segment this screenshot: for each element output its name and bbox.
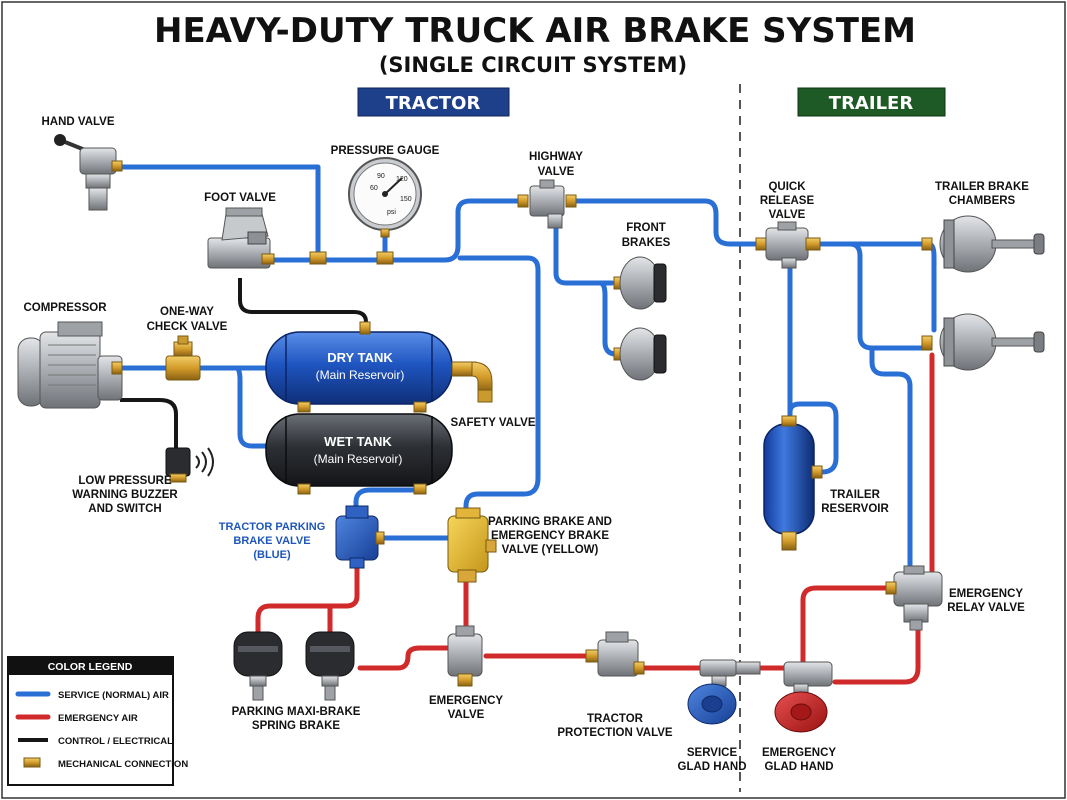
check-valve-label-2: CHECK VALVE <box>147 321 228 333</box>
legend-label-mechanical: MECHANICAL CONNECTION <box>58 759 188 770</box>
buzzer-label-3: AND SWITCH <box>88 503 161 515</box>
pbev-label-3: VALVE (YELLOW) <box>502 544 599 556</box>
foot-valve-label: FOOT VALVE <box>204 192 276 204</box>
maxi-spring-brake <box>233 631 283 701</box>
service-glad-hand <box>687 659 737 725</box>
wet-tank: WET TANK (Main Reservoir) <box>265 413 453 495</box>
tractor-parking-brake-valve <box>335 505 385 569</box>
quick-release-label-3: VALVE <box>769 209 806 221</box>
dry-tank-label-1: DRY TANK <box>327 350 393 365</box>
hand-valve <box>54 134 123 211</box>
quick-release-label-2: RELEASE <box>760 195 815 207</box>
low-pressure-buzzer <box>165 447 214 483</box>
tee-fitting <box>309 251 327 265</box>
front-brakes-label-1: FRONT <box>626 222 666 234</box>
glad-hand-coupling <box>735 661 761 675</box>
emergency-air-lines <box>255 352 935 685</box>
safety-valve-label: SAFETY VALVE <box>451 417 536 429</box>
gauge-tick-150: 150 <box>400 196 412 203</box>
control-lines <box>120 278 368 450</box>
parking-emergency-brake-valve <box>447 507 497 583</box>
maxi-spring-brake <box>305 631 355 701</box>
emergency-valve <box>447 625 483 687</box>
pbev-label-1: PARKING BRAKE AND <box>488 516 612 528</box>
quick-release-valve <box>755 221 821 269</box>
front-brakes-label-2: BRAKES <box>622 237 671 249</box>
legend-label-service: SERVICE (NORMAL) AIR <box>58 690 169 701</box>
tractor-header-label: TRACTOR <box>386 93 481 114</box>
service-air-lines <box>115 164 937 671</box>
tractor-header: TRACTOR <box>357 87 510 117</box>
trailer-chambers-label-1: TRAILER BRAKE <box>935 181 1029 193</box>
dry-tank-label-2: (Main Reservoir) <box>316 368 405 382</box>
relay-valve-label-2: RELAY VALVE <box>947 602 1025 614</box>
compressor <box>17 321 123 409</box>
tpv-label-1: TRACTOR PARKING <box>219 521 326 533</box>
trailer-header-label: TRAILER <box>829 93 914 114</box>
gauge-tick-90: 90 <box>377 173 385 180</box>
emergency-valve-label-2: VALVE <box>448 709 485 721</box>
emergency-glad-label-2: GLAD HAND <box>765 761 834 773</box>
relay-valve-label-1: EMERGENCY <box>949 588 1023 600</box>
hand-valve-label: HAND VALVE <box>41 116 114 128</box>
trailer-reservoir-label-1: TRAILER <box>830 489 881 501</box>
gauge-tick-60: 60 <box>370 185 378 192</box>
front-brake-chamber <box>613 256 667 310</box>
tractor-protection-valve <box>585 631 645 677</box>
legend-item-emergency: EMERGENCY AIR <box>15 713 138 724</box>
safety-valve <box>451 361 493 403</box>
foot-valve <box>207 207 275 269</box>
emergency-valve-label-1: EMERGENCY <box>429 695 503 707</box>
trailer-reservoir-label-2: RESERVOIR <box>821 503 889 515</box>
tpv-label-2: BRAKE VALVE <box>233 535 310 547</box>
wet-tank-label-2: (Main Reservoir) <box>314 452 403 466</box>
page-subtitle: (SINGLE CIRCUIT SYSTEM) <box>379 53 687 77</box>
color-legend: COLOR LEGEND SERVICE (NORMAL) AIR EMERGE… <box>7 656 188 786</box>
emergency-glad-hand <box>774 661 833 733</box>
legend-label-control: CONTROL / ELECTRICAL <box>58 736 173 747</box>
dry-tank: DRY TANK (Main Reservoir) <box>265 321 453 413</box>
pbev-label-2: EMERGENCY BRAKE <box>491 530 609 542</box>
tractor-protection-label-1: TRACTOR <box>587 713 644 725</box>
gauge-unit: psi <box>387 209 396 216</box>
highway-valve-label-1: HIGHWAY <box>529 151 583 163</box>
one-way-check-valve <box>165 335 201 381</box>
trailer-reservoir <box>763 415 823 551</box>
quick-release-label-1: QUICK <box>768 181 806 193</box>
legend-item-control: CONTROL / ELECTRICAL <box>18 736 173 747</box>
pressure-gauge-label: PRESSURE GAUGE <box>331 145 440 157</box>
tractor-protection-label-2: PROTECTION VALVE <box>557 727 673 739</box>
highway-valve-label-2: VALVE <box>538 166 575 178</box>
legend-item-service: SERVICE (NORMAL) AIR <box>15 690 169 701</box>
legend-item-mechanical: MECHANICAL CONNECTION <box>23 757 188 770</box>
maxi-label-2: SPRING BRAKE <box>252 720 341 732</box>
trailer-header: TRAILER <box>797 87 946 117</box>
legend-label-emergency: EMERGENCY AIR <box>58 713 138 724</box>
trailer-brake-chamber <box>921 215 1045 273</box>
maxi-label-1: PARKING MAXI-BRAKE <box>232 706 361 718</box>
tpv-label-3: (BLUE) <box>253 549 291 561</box>
front-brake-chamber <box>613 327 667 381</box>
highway-valve <box>517 179 577 229</box>
service-glad-label-2: GLAD HAND <box>678 761 747 773</box>
page-title: HEAVY-DUTY TRUCK AIR BRAKE SYSTEM <box>154 11 916 51</box>
compressor-label: COMPRESSOR <box>23 302 107 314</box>
legend-title: COLOR LEGEND <box>48 661 133 673</box>
check-valve-label-1: ONE-WAY <box>160 306 214 318</box>
service-glad-label-1: SERVICE <box>687 747 738 759</box>
emergency-glad-label-1: EMERGENCY <box>762 747 836 759</box>
trailer-chambers-label-2: CHAMBERS <box>949 195 1016 207</box>
tee-fitting <box>376 251 394 265</box>
trailer-brake-chamber <box>921 313 1045 371</box>
buzzer-label-1: LOW PRESSURE <box>78 475 172 487</box>
emergency-relay-valve <box>885 565 943 631</box>
gauge-tick-120: 120 <box>396 176 408 183</box>
pressure-gauge: 60 90 120 150 psi <box>348 157 422 238</box>
buzzer-label-2: WARNING BUZZER <box>72 489 178 501</box>
wet-tank-label-1: WET TANK <box>324 434 392 449</box>
